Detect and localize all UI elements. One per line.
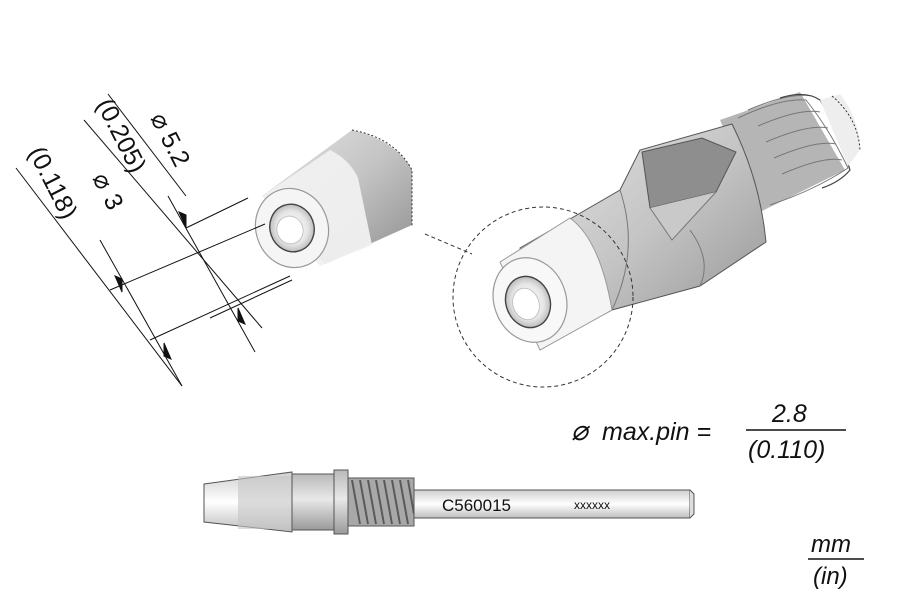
outer-diameter-in: (0.205)	[91, 94, 152, 177]
large-tip-view	[424, 92, 861, 388]
part-number: C560015	[442, 496, 511, 515]
side-profile-view: C560015 xxxxxx	[203, 469, 695, 535]
units-in: (in)	[813, 563, 848, 590]
phi-symbol-inner: ⌀	[87, 168, 119, 194]
small-tip-bore-inner	[276, 215, 304, 245]
serial-code: xxxxxx	[574, 498, 610, 512]
profile-thread	[347, 477, 415, 527]
inner-diameter-mm: 3	[98, 189, 129, 214]
max-pin-formula: ⌀ max.pin = 2.8 (0.110)	[571, 400, 846, 464]
detail-circle	[452, 206, 634, 388]
small-tip-view	[254, 129, 413, 269]
units-mm: mm	[811, 531, 851, 558]
small-tip-break-edge	[351, 129, 413, 226]
profile-shaft	[413, 489, 691, 519]
inner-diameter-in: (0.118)	[23, 142, 83, 224]
outer-diameter-mm: 5.2	[155, 128, 196, 172]
phi-symbol-outer: ⌀	[145, 108, 177, 134]
dimension-lines	[15, 93, 293, 387]
max-pin-phi: ⌀	[571, 415, 591, 446]
profile-body	[291, 473, 335, 531]
max-pin-mm: 2.8	[771, 400, 807, 428]
units-legend: mm (in)	[808, 531, 864, 590]
large-tip-bore-inner	[512, 287, 540, 321]
hex-flat	[641, 137, 737, 209]
profile-tip-band	[238, 476, 292, 529]
large-tip-break-edge	[831, 95, 861, 151]
dimension-labels: ⌀ 5.2 (0.205) ⌀ ⌀ 3 (0.118)	[23, 94, 196, 224]
max-pin-label: max.pin =	[602, 418, 711, 446]
max-pin-in: (0.110)	[748, 436, 825, 464]
profile-collar	[333, 469, 349, 535]
detail-connector-line	[424, 233, 473, 255]
